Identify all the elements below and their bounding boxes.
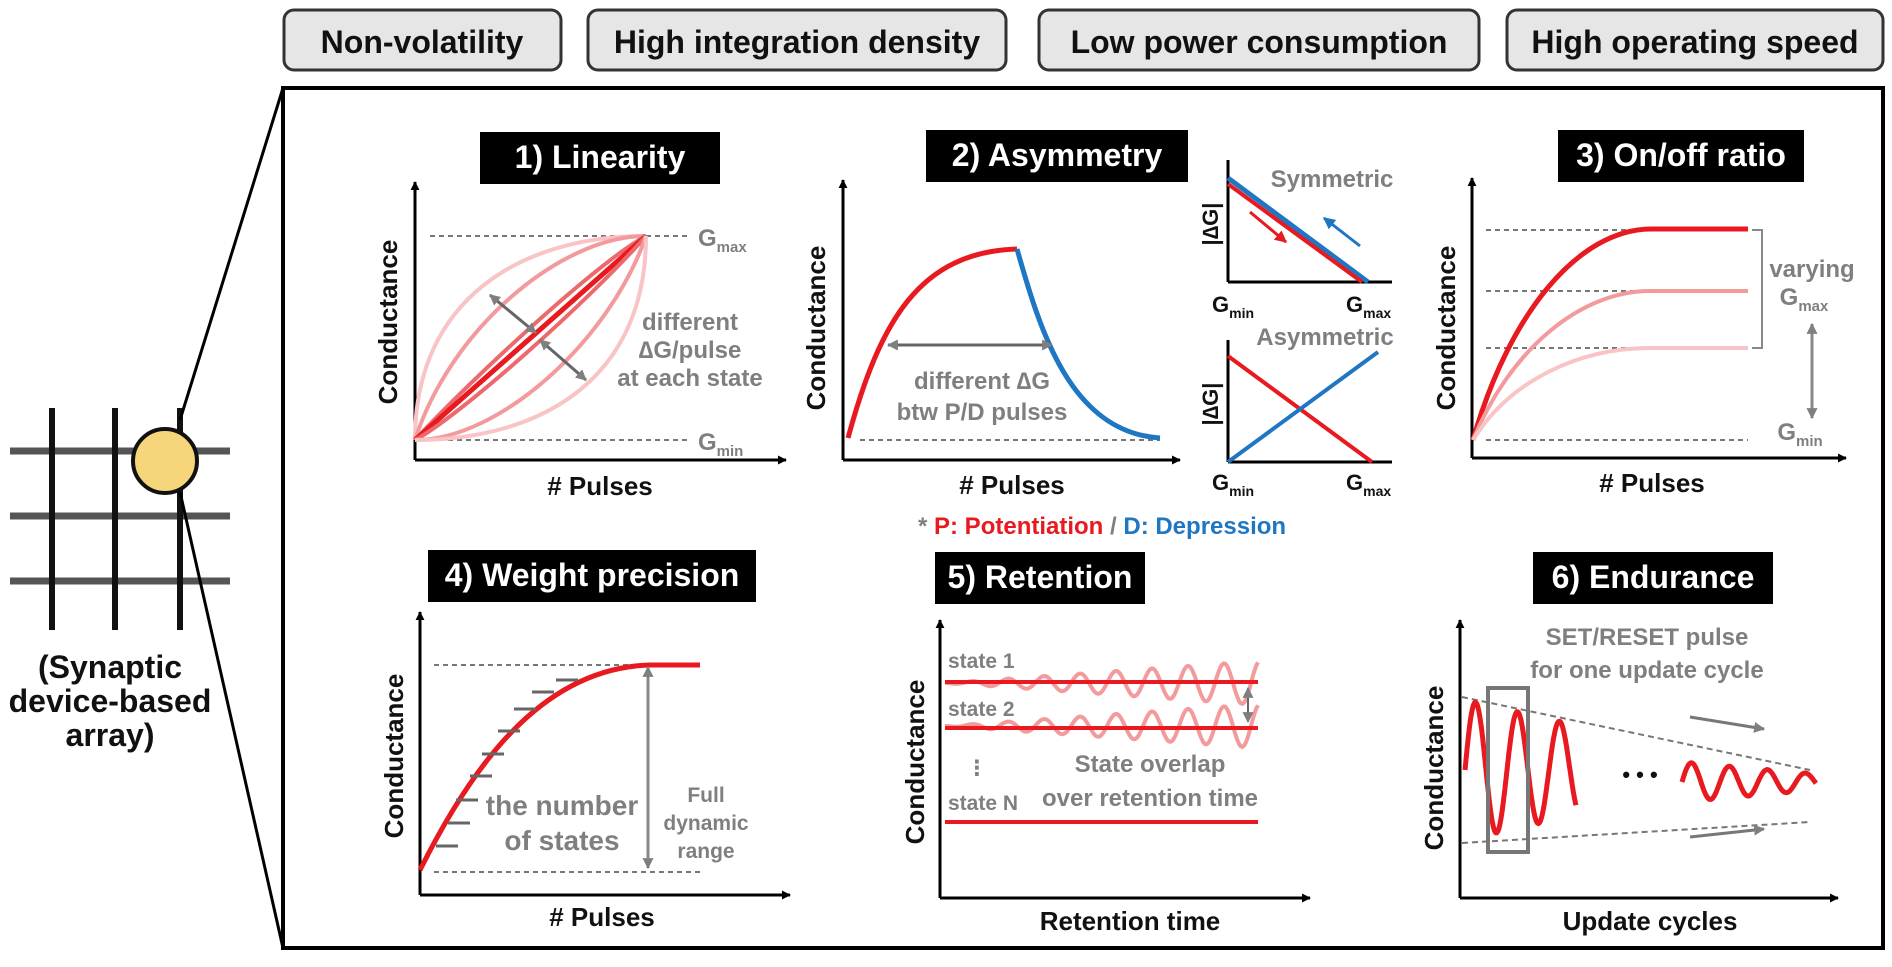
annotation-line-1: State overlap (1075, 751, 1226, 778)
inset-gmin: Gmin (1212, 292, 1254, 321)
range-label-line-2: dynamic (663, 812, 749, 835)
y-axis-label: Conductance (379, 674, 409, 839)
feature-pill-non-volatility: Non-volatility (282, 8, 563, 72)
panel-title: 3) On/off ratio (1576, 137, 1786, 173)
annotation-line-3: at each state (617, 365, 762, 392)
annotation-line-2: over retention time (1042, 785, 1258, 812)
array-caption-line-3: array) (66, 717, 155, 753)
y-axis-label: Conductance (1431, 246, 1461, 411)
symmetric-label: Symmetric (1271, 166, 1394, 193)
annotation-line-2: ∆G/pulse (639, 337, 742, 364)
inset-gmin: Gmin (1212, 470, 1254, 499)
annotation-line-1: SET/RESET pulse (1546, 624, 1749, 651)
gmax-label: Gmax (698, 225, 747, 256)
state-ticks (436, 678, 578, 848)
annotation-line-2: Gmax (1780, 284, 1829, 315)
feature-pill-integration-density: High integration density (586, 8, 1008, 72)
range-label-line-1: Full (687, 784, 724, 807)
x-axis-label: # Pulses (549, 902, 655, 932)
linearity-curves (413, 234, 648, 442)
panel-onoff-ratio: 3) On/off ratio Conductance # Pulses var… (1431, 130, 1855, 498)
state-label-n: state N (948, 792, 1018, 815)
synapse-node (131, 427, 199, 495)
panel-title: 1) Linearity (515, 139, 686, 175)
array-caption-line-2: device-based (9, 683, 212, 719)
y-axis-label: Conductance (900, 680, 930, 845)
inset-symmetric: |∆G| Symmetric Gmin Gmax (1198, 160, 1393, 321)
panel-retention: 5) Retention Conductance Retention time … (900, 552, 1311, 936)
annotation-line-1: varying (1769, 256, 1854, 283)
main-frame (281, 86, 1885, 950)
state-label-ellipsis: ⋮ (967, 757, 988, 780)
annotation-line-2: btw P/D pulses (897, 399, 1068, 426)
feature-label: High operating speed (1531, 24, 1858, 60)
endurance-early-cycles (1462, 699, 1579, 836)
inset-gmax: Gmax (1346, 292, 1391, 321)
y-axis-label: Conductance (1419, 686, 1449, 851)
y-axis-label: Conductance (801, 246, 831, 411)
panel-linearity: 1) Linearity Conductance # Pulses Gmax G… (373, 132, 787, 501)
panel-title: 4) Weight precision (445, 557, 740, 593)
potentiation-curve (845, 246, 1018, 439)
inset-gmax: Gmax (1346, 470, 1391, 499)
update-cycle-box (1486, 686, 1530, 854)
precision-curve (417, 662, 700, 872)
x-axis-label: # Pulses (959, 470, 1065, 500)
inset-y-label: |∆G| (1198, 203, 1223, 246)
x-axis-label: # Pulses (547, 471, 653, 501)
array-caption-line-1: (Synaptic (38, 649, 182, 685)
ellipsis: • • • (1622, 762, 1657, 787)
panel-title: 2) Asymmetry (952, 137, 1163, 173)
panel-title: 6) Endurance (1552, 559, 1755, 595)
depression-curve (1014, 248, 1161, 441)
panel-asymmetry: 2) Asymmetry Conductance # Pulses differ… (801, 130, 1394, 540)
gmin-label: Gmin (698, 429, 743, 460)
feature-label: Non-volatility (321, 24, 524, 60)
footnote-legend: * P: Potentiation / D: Depression (918, 513, 1286, 540)
panel-endurance: 6) Endurance Conductance Update cycles S… (1419, 552, 1839, 936)
state-label-1: state 1 (948, 650, 1015, 673)
x-axis-label: Retention time (1040, 906, 1221, 936)
feature-pill-low-power: Low power consumption (1037, 8, 1481, 72)
range-label-line-3: range (677, 840, 734, 863)
x-axis-label: Update cycles (1563, 906, 1738, 936)
y-axis-label: Conductance (373, 240, 403, 405)
inset-y-label: |∆G| (1198, 383, 1223, 426)
synaptic-array: (Synaptic device-based array) (9, 87, 285, 949)
annotation-line-1: the number (486, 790, 639, 821)
endurance-late-cycles (1679, 760, 1818, 802)
state-1-drift (945, 661, 1260, 707)
feature-label: Low power consumption (1071, 24, 1448, 60)
annotation-line-1: different ∆G (914, 368, 1050, 395)
x-axis-label: # Pulses (1599, 468, 1705, 498)
inset-asymmetric: |∆G| Asymmetric Gmin Gmax (1198, 324, 1394, 499)
feature-pill-operating-speed: High operating speed (1505, 8, 1885, 72)
panel-weight-precision: 4) Weight precision Conductance # Pulses… (379, 550, 791, 932)
feature-pills: Non-volatility High integration density … (282, 8, 1885, 72)
zoom-line-top (178, 87, 285, 421)
panel-title: 5) Retention (948, 559, 1133, 595)
asymmetric-label: Asymmetric (1256, 324, 1393, 351)
feature-label: High integration density (614, 24, 980, 60)
state-label-2: state 2 (948, 698, 1015, 721)
annotation-line-2: of states (504, 825, 619, 856)
annotation-line-1: different (642, 309, 738, 336)
gmin-label: Gmin (1777, 419, 1822, 450)
zoom-line-bottom (178, 491, 285, 949)
annotation-line-2: for one update cycle (1530, 657, 1763, 684)
